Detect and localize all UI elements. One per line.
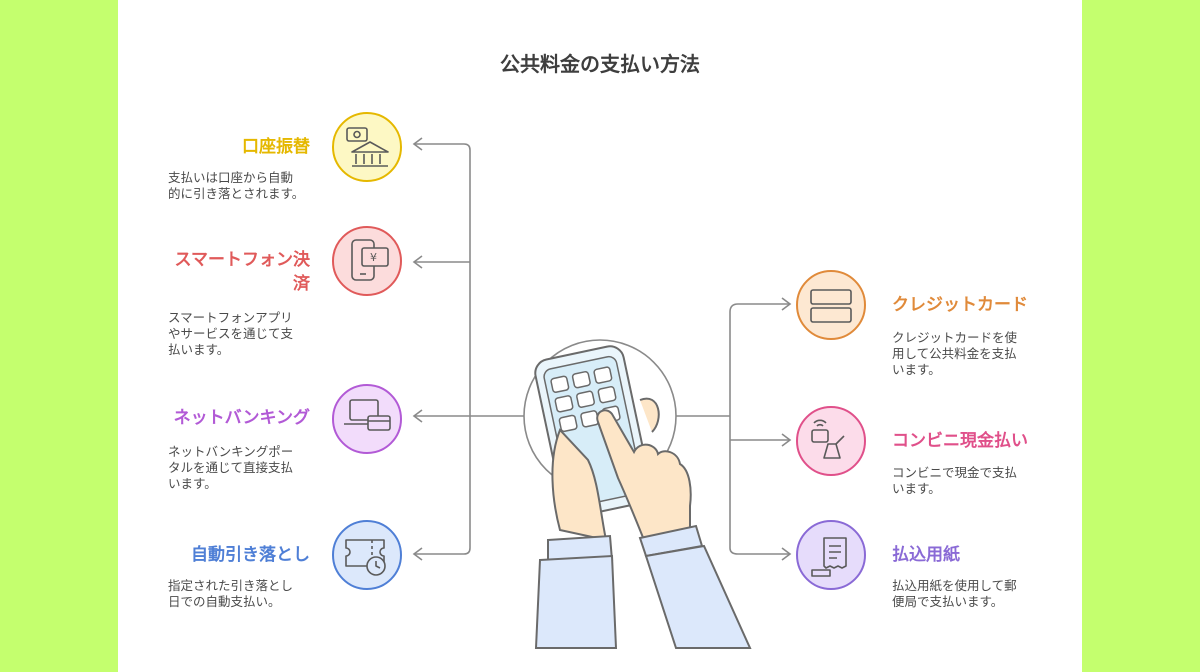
convenience-store-icon	[811, 419, 845, 459]
left-item-desc: 支払いは口座から自動 的に引き落とされます。	[168, 170, 305, 201]
bank-icon	[346, 127, 389, 167]
right-item-label: 払込用紙	[892, 545, 960, 565]
left-item-label: スマートフォン決 済	[174, 250, 311, 294]
ticket-clock-icon	[345, 539, 386, 576]
credit-card-icon	[810, 289, 852, 323]
page-title: 公共料金の支払い方法	[500, 52, 700, 76]
right-item-desc: コンビニで現金で支払 います。	[892, 465, 1018, 496]
item-icon-circle	[332, 226, 402, 296]
left-item-label: 口座振替	[242, 137, 310, 157]
smartphone-payment-icon: ¥	[351, 239, 389, 281]
right-item-label: コンビニ現金払い	[892, 431, 1028, 451]
left-item-desc: 指定された引き落とし 日での自動支払い。	[168, 578, 294, 609]
svg-text:¥: ¥	[370, 251, 377, 264]
payment-slip-icon	[811, 537, 847, 577]
right-item-desc: 払込用紙を使用して郵 便局で支払います。	[892, 578, 1017, 609]
left-item-desc: ネットバンキングポー タルを通じて直接支払 います。	[168, 444, 294, 491]
item-icon-circle	[796, 406, 866, 476]
right-item-label: クレジットカード	[892, 295, 1028, 315]
hand-phone-illustration	[523, 339, 752, 649]
laptop-card-icon	[344, 399, 391, 431]
left-item-label: ネットバンキング	[173, 408, 310, 428]
item-icon-circle	[796, 270, 866, 340]
item-icon-circle	[796, 520, 866, 590]
right-item-desc: クレジットカードを使 用して公共料金を支払 います。	[892, 330, 1018, 377]
item-icon-circle	[332, 520, 402, 590]
left-item-desc: スマートフォンアプリ やサービスを通じて支 払います。	[168, 310, 294, 357]
item-icon-circle	[332, 112, 402, 182]
left-item-label: 自動引き落とし	[191, 545, 310, 565]
